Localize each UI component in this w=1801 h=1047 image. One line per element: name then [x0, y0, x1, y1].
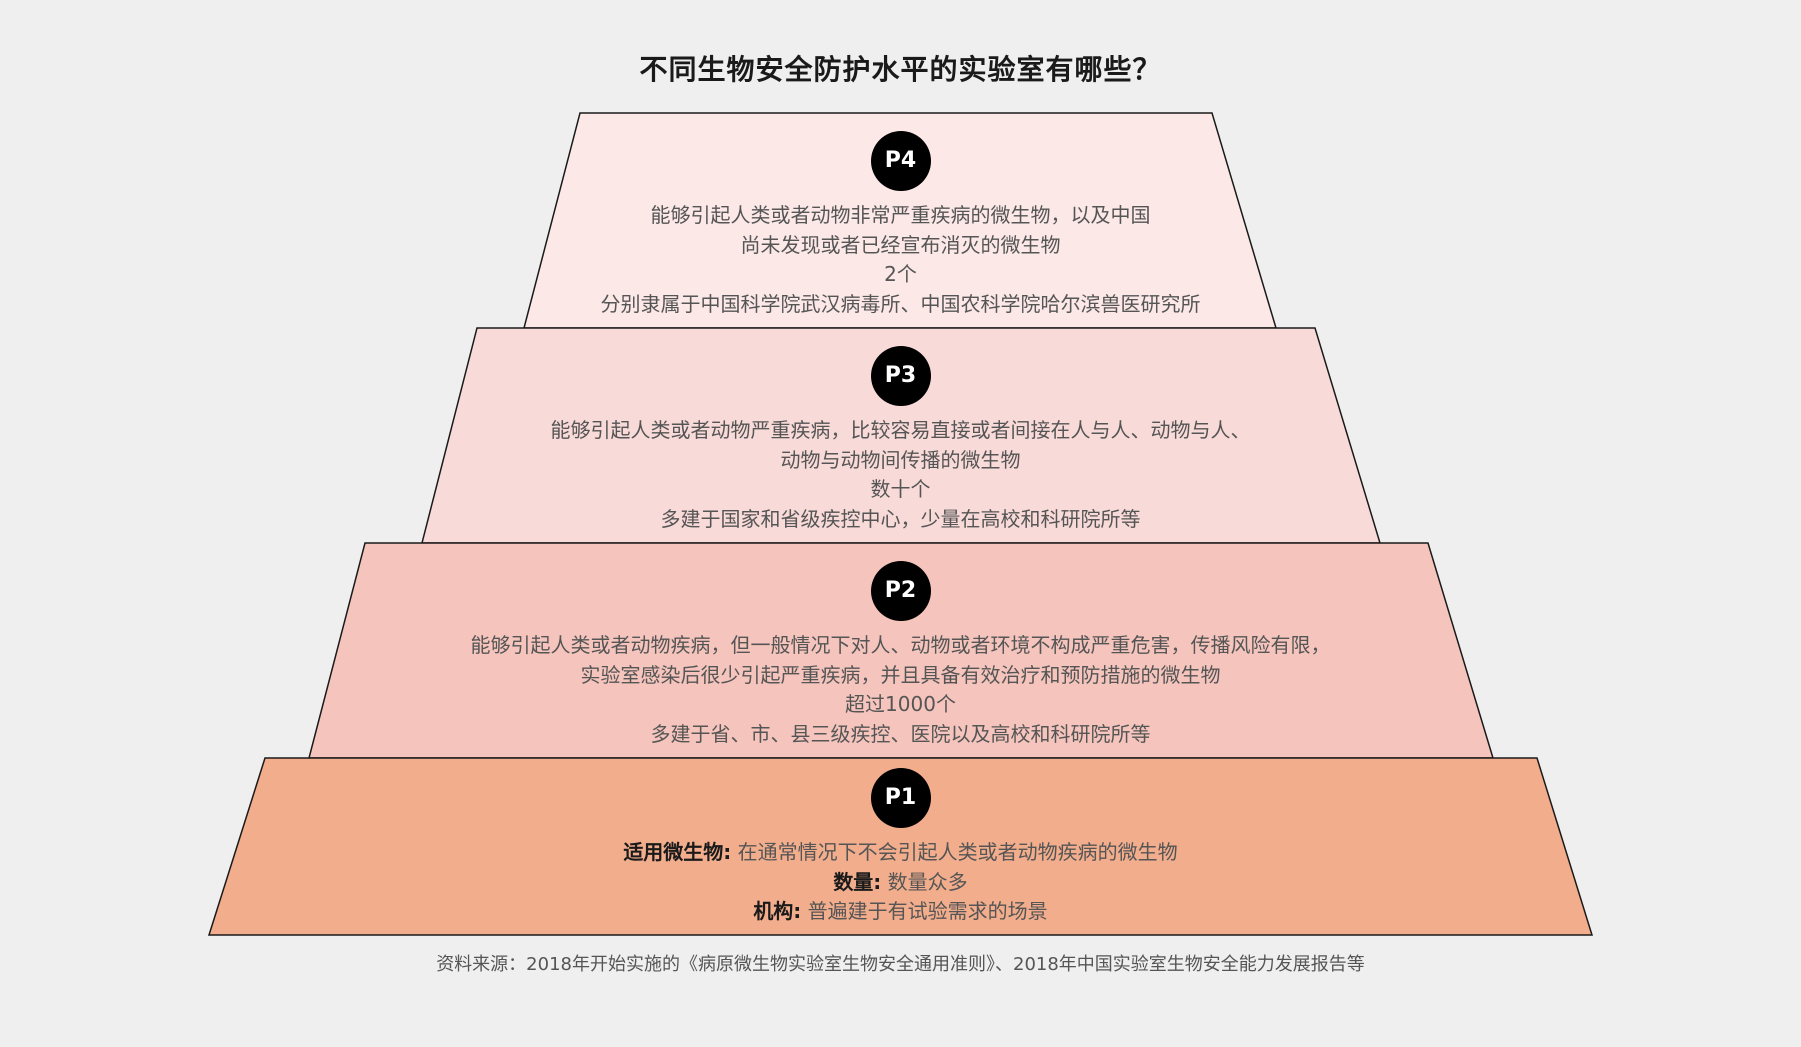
level-institutions: 机构: 普遍建于有试验需求的场景 — [0, 897, 1801, 927]
level-count: 数十个 — [870, 477, 931, 501]
field-key: 适用微生物: — [623, 840, 732, 864]
level-p3: P3 能够引起人类或者动物严重疾病，比较容易直接或者间接在人与人、动物与人、 动… — [0, 346, 1801, 534]
field-key: 数量: — [833, 869, 882, 894]
field-value: 在通常情况下不会引起人类或者动物疾病的微生物 — [737, 840, 1178, 864]
level-description-line: 尚未发现或者已经宣布消灭的微生物 — [740, 232, 1061, 257]
page-title: 不同生物安全防护水平的实验室有哪些？ — [639, 53, 1162, 86]
level-p4: P4 能够引起人类或者动物非常严重疾病的微生物，以及中国 尚未发现或者已经宣布消… — [0, 131, 1801, 319]
level-description-line: 能够引起人类或者动物非常严重疾病的微生物，以及中国 — [650, 203, 1151, 227]
level-badge: P1 — [870, 768, 931, 828]
level-count: 超过1000个 — [845, 692, 956, 716]
field-value: 普遍建于有试验需求的场景 — [807, 899, 1048, 923]
level-p2: P2 能够引起人类或者动物疾病，但一般情况下对人、动物或者环境不构成严重危害，传… — [0, 561, 1801, 749]
level-description-line: 能够引起人类或者动物严重疾病，比较容易直接或者间接在人与人、动物与人、 — [550, 418, 1251, 442]
level-description-line: 动物与动物间传播的微生物 — [780, 447, 1021, 472]
field-key: 机构: — [753, 899, 802, 923]
field-value: 数量众多 — [887, 869, 968, 894]
level-institutions: 分别隶属于中国科学院武汉病毒所、中国农科学院哈尔滨兽医研究所 — [600, 291, 1201, 316]
level-badge: P3 — [870, 346, 931, 406]
level-institutions: 多建于国家和省级疾控中心，少量在高校和科研院所等 — [660, 506, 1141, 531]
level-p1: P1 适用微生物: 在通常情况下不会引起人类或者动物疾病的微生物 数量: 数量众… — [0, 768, 1801, 927]
level-institutions: 多建于省、市、县三级疾控、医院以及高校和科研院所等 — [650, 721, 1151, 746]
level-description-line: 实验室感染后很少引起严重疾病，并且具备有效治疗和预防措施的微生物 — [580, 662, 1221, 687]
level-quantity: 数量: 数量众多 — [0, 868, 1801, 898]
level-badge: P4 — [870, 131, 931, 191]
level-applicable-microbes: 适用微生物: 在通常情况下不会引起人类或者动物疾病的微生物 — [0, 838, 1801, 868]
level-badge: P2 — [870, 561, 931, 621]
level-count: 2个 — [884, 262, 917, 286]
level-p1-band — [207, 757, 1594, 936]
level-description-line: 能够引起人类或者动物疾病，但一般情况下对人、动物或者环境不构成严重危害，传播风险… — [470, 633, 1331, 657]
source-note: 资料来源：2018年开始实施的《病原微生物实验室生物安全通用准则》、2018年中… — [436, 954, 1365, 975]
